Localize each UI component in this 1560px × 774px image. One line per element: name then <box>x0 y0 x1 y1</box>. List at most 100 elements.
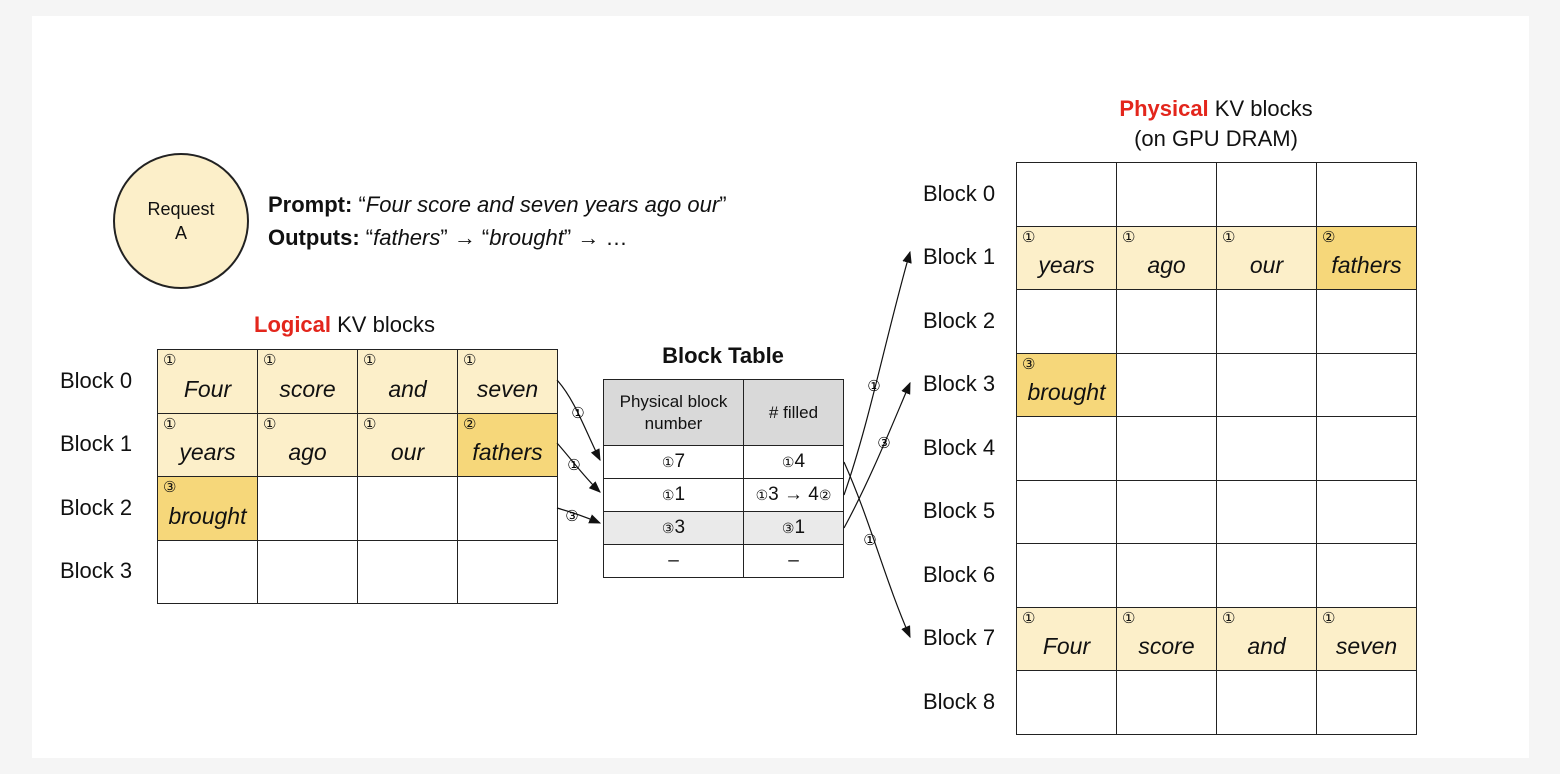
physical-block-number: 1 <box>674 484 686 505</box>
kv-cell <box>1016 670 1117 735</box>
token-text: brought <box>1027 379 1106 405</box>
step-badge: ① <box>661 487 675 503</box>
grid-row <box>1016 670 1417 735</box>
arrow-table-row1 <box>843 250 912 496</box>
filled-count: 4 <box>794 451 806 472</box>
filled-count: – <box>788 550 799 571</box>
grid-row <box>1016 289 1417 354</box>
physical-title-red: Physical <box>1119 96 1209 121</box>
physical-kv-title: Physical KV blocks (on GPU DRAM) <box>1016 94 1416 154</box>
kv-cell <box>1016 479 1117 544</box>
token-text: seven <box>1335 633 1398 659</box>
token-step-badge: ① <box>1022 228 1036 246</box>
arrow-badge-p1: ① <box>867 378 880 395</box>
block-row-label: Block 0 <box>923 180 996 206</box>
step-badge: ① <box>781 454 795 470</box>
kv-cell <box>257 476 358 541</box>
kv-cell <box>1316 543 1417 608</box>
arrow-table-row0 <box>843 461 911 639</box>
token-step-badge: ③ <box>163 479 177 496</box>
block-table-header-row: Physical block number # filled <box>603 379 844 446</box>
physical-subtitle: (on GPU DRAM) <box>1134 126 1298 151</box>
prompt-open-quote: “ <box>358 192 366 217</box>
token-text: years <box>1038 252 1095 278</box>
block-row-label: Block 1 <box>60 431 133 457</box>
kv-cell <box>1216 479 1317 544</box>
filled-count-cell: ①3 → 4② <box>743 478 844 512</box>
step-badge: ① <box>755 487 769 503</box>
kv-cell <box>1316 670 1417 735</box>
physical-block-number: 3 <box>674 517 686 538</box>
request-label: Request <box>147 199 215 219</box>
col-physical-line2: number <box>644 413 703 433</box>
output-token-2: brought <box>489 225 564 250</box>
arrow-badge-l1: ① <box>567 457 580 474</box>
arrow-logical-block1 <box>556 442 601 493</box>
block-table-row: –– <box>603 544 844 578</box>
token-step-badge: ① <box>1122 228 1136 246</box>
token-text: our <box>390 439 425 465</box>
token-step-badge: ② <box>463 415 477 433</box>
token-text: ago <box>288 439 327 465</box>
kv-cell <box>1116 670 1217 735</box>
token-text: fathers <box>472 439 543 465</box>
col-physical-line1: Physical block <box>619 391 728 411</box>
token-text: and <box>1247 633 1286 659</box>
filled-count: 3 → 4 <box>768 484 819 505</box>
token-text: Four <box>183 375 232 402</box>
token-text: our <box>1249 252 1284 278</box>
arrow-badge-l0: ① <box>571 405 584 422</box>
arrow-badge-p2: ③ <box>877 435 890 452</box>
grid-row <box>157 539 558 604</box>
block-row-label: Block 5 <box>923 498 996 524</box>
token-text: and <box>388 375 427 402</box>
token-step-badge: ① <box>1022 609 1036 627</box>
token-step-badge: ① <box>163 415 177 433</box>
block-row-label: Block 3 <box>60 558 133 584</box>
block-row-label: Block 3 <box>923 371 996 397</box>
kv-cell <box>1216 416 1317 481</box>
token-step-badge: ① <box>463 352 477 369</box>
block-table-col-filled: # filled <box>743 379 844 446</box>
output-token-1: fathers <box>373 225 441 250</box>
outputs-line: Outputs: “fathers” → “brought” → … <box>268 225 627 251</box>
token-step-badge: ① <box>263 352 277 369</box>
kv-cell <box>157 539 258 604</box>
token-step-badge: ② <box>1322 228 1336 246</box>
step-badge: ② <box>818 487 832 503</box>
block-row-label: Block 7 <box>923 625 996 651</box>
block-row-label: Block 0 <box>60 367 133 393</box>
arrow-logical-block0 <box>556 379 601 462</box>
token-step-badge: ③ <box>1022 355 1036 373</box>
token-step-badge: ① <box>363 415 377 433</box>
arrow-badge-p0: ① <box>863 532 876 549</box>
logical-kv-title: Logical KV blocks <box>254 312 435 338</box>
token-text: fathers <box>1331 252 1402 278</box>
arrow-badge-l2: ③ <box>565 508 578 525</box>
kv-cell <box>1216 289 1317 354</box>
block-row-label: Block 4 <box>923 434 996 460</box>
outputs-quote-3: ” → … <box>563 225 628 250</box>
physical-block-number-cell: – <box>603 544 744 578</box>
kv-cell <box>1116 352 1217 417</box>
grid-row <box>1016 479 1417 544</box>
outputs-label: Outputs: <box>268 225 360 250</box>
grid-row <box>1016 543 1417 608</box>
physical-block-number-cell: ③3 <box>603 511 744 545</box>
